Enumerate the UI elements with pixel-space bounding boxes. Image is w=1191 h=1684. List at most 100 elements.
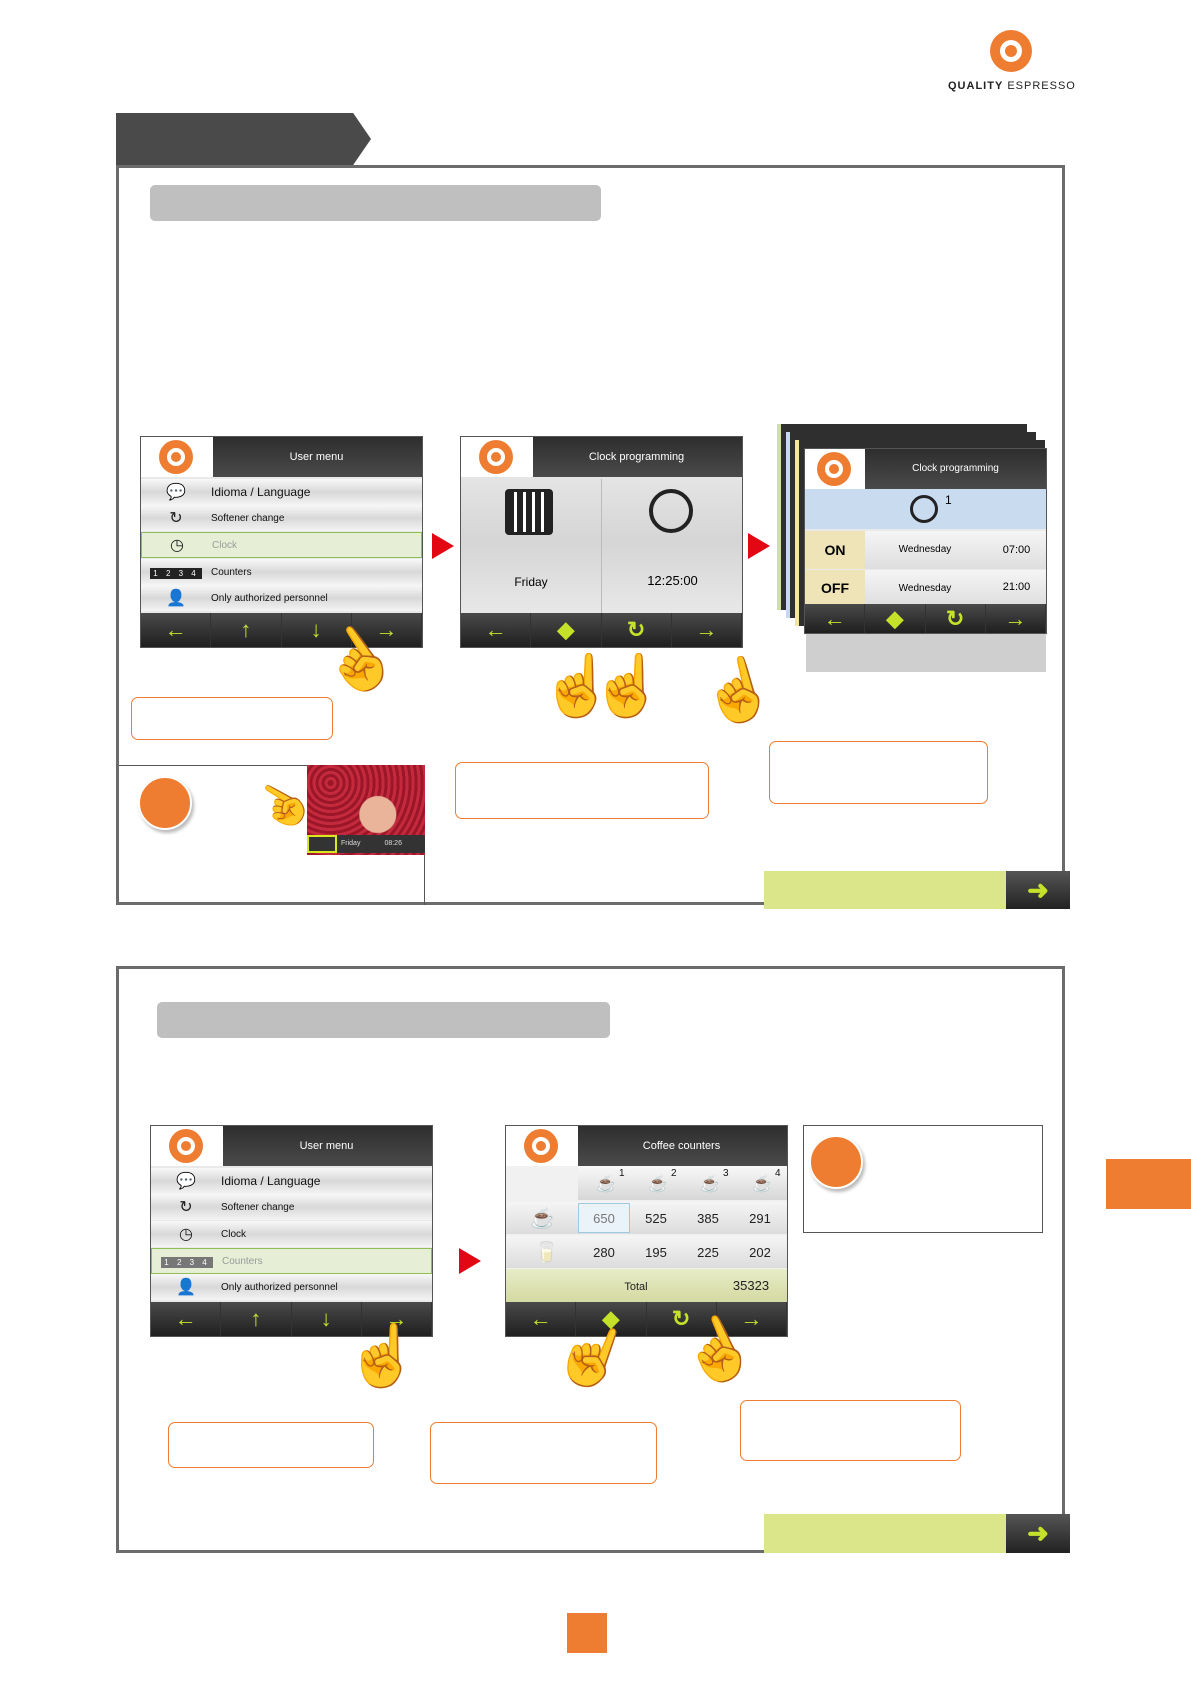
pointing-hand-icon: ☝ xyxy=(540,652,615,719)
on-time: 07:00 xyxy=(1002,544,1031,556)
right-arrow-button[interactable]: → xyxy=(362,1302,432,1336)
column-number: 1 xyxy=(619,1168,625,1179)
count-cell[interactable]: 525 xyxy=(645,1211,667,1226)
on-state: ON xyxy=(805,531,865,569)
jug-icon: 🥛 xyxy=(534,1242,559,1264)
menu-item-language[interactable]: 💬Idioma / Language xyxy=(141,479,422,505)
count-cell[interactable]: 202 xyxy=(749,1245,771,1260)
pointing-hand-icon: ☝ xyxy=(590,652,665,719)
reset-button[interactable]: ↻ xyxy=(647,1302,717,1336)
next-page-button[interactable]: ➜ xyxy=(1006,1514,1070,1553)
screen-logo xyxy=(151,1126,223,1166)
brand-name: QUALITY ESPRESSO xyxy=(948,80,1076,92)
machine-group-icon: ☕ xyxy=(700,1176,720,1193)
selected-cell xyxy=(578,1203,630,1233)
up-arrow-button[interactable]: ↑ xyxy=(221,1302,292,1336)
highlight-box xyxy=(307,835,337,853)
up-arrow-button[interactable]: ↑ xyxy=(211,613,282,647)
screen-nav-bar: ← ◆ ↻ → xyxy=(805,604,1046,633)
off-state: OFF xyxy=(805,570,865,606)
callout-box xyxy=(168,1422,374,1468)
divider xyxy=(601,479,602,615)
total-label: Total xyxy=(624,1281,648,1293)
section-tab xyxy=(116,113,371,165)
clock-detail-screen: Clock programming 1 ON Wednesday 07:00 O… xyxy=(804,448,1047,634)
refresh-icon: ↻ xyxy=(179,1199,193,1216)
down-arrow-button[interactable]: ↓ xyxy=(292,1302,362,1336)
menu-item-clock[interactable]: ◷Clock xyxy=(151,1221,432,1247)
clock-icon[interactable] xyxy=(649,489,693,533)
clock-heading-bar xyxy=(150,185,601,221)
down-arrow-button[interactable]: ↓ xyxy=(282,613,352,647)
program-number: 1 xyxy=(945,493,952,507)
left-arrow-button[interactable]: ← xyxy=(151,1302,222,1336)
count-cell[interactable]: 225 xyxy=(697,1245,719,1260)
column-number: 2 xyxy=(671,1168,677,1179)
machine-group-icon: ☕ xyxy=(752,1176,772,1193)
coffee-counters-screen: Coffee counters ☕1 ☕2 ☕3 ☕4 ☕ 650 525 38… xyxy=(505,1125,788,1337)
menu-item-softener[interactable]: ↻Softener change xyxy=(141,505,422,531)
total-value: 35323 xyxy=(732,1278,770,1293)
reset-button[interactable]: ↻ xyxy=(602,613,672,647)
menu-item-authorized[interactable]: 👤Only authorized personnel xyxy=(141,585,422,611)
screen-logo xyxy=(506,1126,578,1166)
right-arrow-button[interactable]: → xyxy=(352,613,422,647)
next-page-bar xyxy=(764,871,1006,909)
diamond-button[interactable]: ◆ xyxy=(576,1302,647,1336)
diamond-button[interactable]: ◆ xyxy=(531,613,602,647)
column-number: 4 xyxy=(775,1168,781,1179)
menu-item-language[interactable]: 💬Idioma / Language xyxy=(151,1168,432,1194)
callout-box xyxy=(740,1400,961,1461)
program-clock-icon xyxy=(910,495,938,523)
cup-icon: ☕ xyxy=(530,1208,555,1230)
speech-bubble-icon: 💬 xyxy=(166,484,186,501)
reset-button[interactable]: ↻ xyxy=(926,604,986,633)
screen-nav-bar: ← ◆ ↻ → xyxy=(506,1302,787,1336)
clock-icon: ◷ xyxy=(170,537,184,554)
counters-icon: 1 2 3 4 xyxy=(152,1252,222,1270)
count-cell[interactable]: 280 xyxy=(593,1245,615,1260)
count-cell[interactable]: 195 xyxy=(645,1245,667,1260)
back-arrow-button[interactable]: ← xyxy=(805,604,866,633)
menu-item-authorized[interactable]: 👤Only authorized personnel xyxy=(151,1274,432,1300)
diamond-button[interactable]: ◆ xyxy=(865,604,926,633)
screen-logo xyxy=(805,449,865,489)
screen-nav-bar: ← ◆ ↻ → xyxy=(461,613,742,647)
off-time: 21:00 xyxy=(1002,581,1031,593)
clock-icon: ◷ xyxy=(179,1226,193,1243)
pointing-hand-icon: ☝ xyxy=(345,1322,420,1389)
current-time: 12:25:00 xyxy=(647,573,698,588)
calendar-icon[interactable] xyxy=(505,489,553,535)
counter-header-row xyxy=(578,1166,787,1200)
on-day: Wednesday xyxy=(898,544,952,555)
forward-arrow-button[interactable]: → xyxy=(986,604,1046,633)
person-icon: 👤 xyxy=(166,590,186,607)
cup-row xyxy=(506,1202,787,1234)
next-page-bar xyxy=(764,1514,1006,1553)
note-box xyxy=(803,1125,1043,1233)
count-cell[interactable]: 385 xyxy=(697,1211,719,1226)
note-bullet-icon xyxy=(809,1135,863,1189)
forward-arrow-button[interactable]: → xyxy=(717,1302,787,1336)
back-arrow-button[interactable]: ← xyxy=(506,1302,577,1336)
counters-heading-bar xyxy=(157,1002,610,1038)
menu-item-clock[interactable]: ◷Clock xyxy=(141,532,422,558)
screen-logo xyxy=(141,437,213,477)
step-arrow-icon xyxy=(459,1248,481,1274)
person-icon: 👤 xyxy=(176,1279,196,1296)
count-cell[interactable]: 291 xyxy=(749,1211,771,1226)
forward-arrow-button[interactable]: → xyxy=(672,613,742,647)
callout-box xyxy=(430,1422,657,1484)
count-cell[interactable]: 650 xyxy=(593,1211,615,1226)
back-arrow-button[interactable]: ← xyxy=(461,613,532,647)
screen-nav-bar: ← ↑ ↓ → xyxy=(141,613,422,647)
left-arrow-button[interactable]: ← xyxy=(141,613,212,647)
callout-box xyxy=(769,741,988,804)
next-page-button[interactable]: ➜ xyxy=(1006,871,1070,909)
chapter-side-tab xyxy=(1106,1159,1191,1209)
off-day: Wednesday xyxy=(898,583,952,594)
page-number-box xyxy=(567,1613,607,1653)
menu-item-softener[interactable]: ↻Softener change xyxy=(151,1194,432,1220)
